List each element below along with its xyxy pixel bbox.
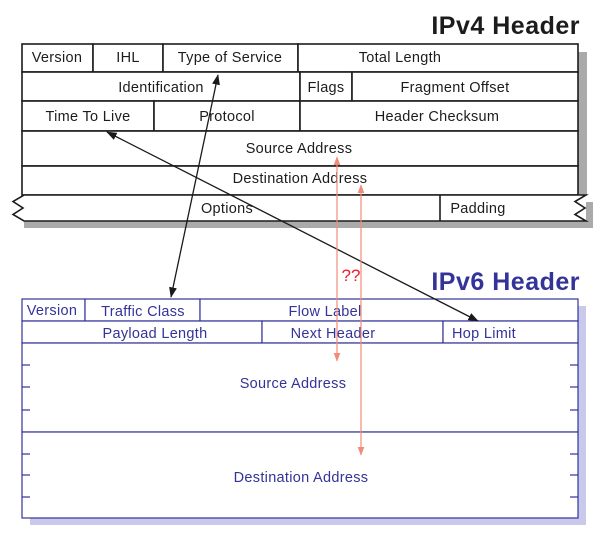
ipv4-cell-total-length bbox=[297, 43, 579, 73]
ipv6-label-payload-length: Payload Length bbox=[103, 326, 208, 342]
ipv4-cell-flags bbox=[299, 71, 353, 102]
ipv4-label-ihl: IHL bbox=[116, 50, 139, 66]
ipv4-title: IPv4 Header bbox=[431, 12, 580, 40]
question-marks-annotation: ?? bbox=[342, 266, 361, 285]
ipv6-cell-destination-address bbox=[21, 431, 579, 519]
ipv4-label-fragment-offset: Fragment Offset bbox=[401, 80, 510, 96]
ipv4-label-padding: Padding bbox=[450, 201, 505, 217]
ipv6-title: IPv6 Header bbox=[431, 268, 580, 296]
ipv6-word-ticks bbox=[22, 364, 578, 498]
ipv4-label-version: Version bbox=[32, 50, 82, 66]
arrow-ttl-to-hop-limit bbox=[106, 131, 479, 322]
ipv6-table-shadow bbox=[30, 306, 586, 525]
ipv6-label-next-header: Next Header bbox=[291, 326, 376, 342]
ipv4-label-source-address: Source Address bbox=[246, 141, 353, 157]
ipv4-label-total-length: Total Length bbox=[359, 50, 442, 66]
ipv6-cell-flow-label bbox=[199, 298, 579, 322]
ipv6-label-hop-limit: Hop Limit bbox=[452, 326, 516, 342]
ipv4-label-type-of-service: Type of Service bbox=[178, 50, 282, 66]
ipv4-table bbox=[11, 43, 589, 222]
ipv4-label-destination-address: Destination Address bbox=[233, 171, 368, 187]
ipv4-label-time-to-live: Time To Live bbox=[46, 109, 131, 125]
ipv6-label-flow-label: Flow Label bbox=[288, 304, 361, 320]
ipv6-label-version: Version bbox=[27, 303, 77, 319]
ipv4-label-options: Options bbox=[201, 201, 253, 217]
ipv6-label-source-address: Source Address bbox=[240, 376, 347, 392]
ipv4-cell-fragment-offset bbox=[351, 71, 579, 102]
ipv4-label-identification: Identification bbox=[118, 80, 204, 96]
ipv4-label-header-checksum: Header Checksum bbox=[375, 109, 500, 125]
ipv4-label-flags: Flags bbox=[308, 80, 345, 96]
ipv6-label-traffic-class: Traffic Class bbox=[101, 304, 185, 320]
mapping-arrows bbox=[106, 74, 479, 456]
ipv6-table bbox=[21, 298, 579, 519]
ipv4-cell-time-to-live bbox=[21, 100, 155, 132]
ipv6-label-destination-address: Destination Address bbox=[234, 470, 369, 486]
